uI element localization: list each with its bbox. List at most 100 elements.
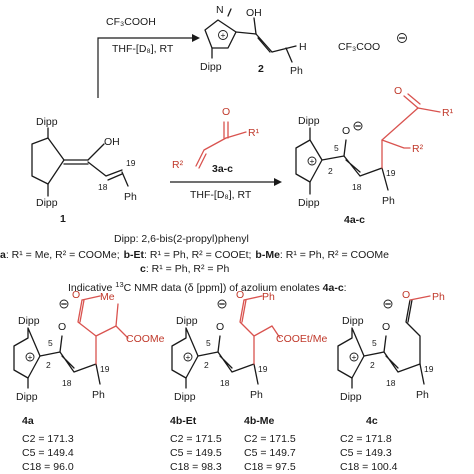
p4-c19-label: 19	[386, 168, 396, 178]
nmr-heading-sup: 13	[115, 280, 123, 289]
product-2: N + OH H Ph Dipp 2 CF₃COO	[200, 4, 407, 77]
p4-compound-label: 4a-c	[344, 214, 365, 226]
reagent-carbonyl-bond	[223, 121, 229, 139]
p4-ph-bond	[381, 167, 389, 191]
exocyclic-bond	[235, 31, 257, 35]
sm-oh-label: OH	[104, 136, 120, 148]
nmr-heading-prefix: Indicative	[68, 282, 115, 294]
e4a-dipp-top: Dipp	[18, 315, 40, 327]
top-arrow-head	[192, 34, 200, 42]
start-material-1: Dipp OH 18 19 Ph Dipp 1	[31, 116, 137, 225]
e4a-c19: 19	[100, 364, 110, 374]
e4b-ph-bond-red	[243, 295, 263, 301]
e4b-minus-icon	[217, 299, 227, 309]
p4-c18-label: 18	[352, 182, 362, 192]
e4bme-nmr-c2: C2 = 171.5	[244, 433, 296, 445]
e4b-me-label: 4b-Me	[244, 415, 274, 427]
p4-c-o-bond	[343, 139, 347, 157]
p4-r2-label: R²	[412, 143, 424, 155]
sm-compound-label: 1	[60, 213, 66, 225]
product2-compound-label: 2	[258, 63, 264, 75]
top-arrow-group: CF₃COOH THF-[D₈], RT	[97, 16, 200, 98]
e4a-c2: 2	[46, 360, 51, 370]
ch-bond	[271, 45, 297, 53]
e4b-chain	[217, 351, 255, 373]
e4c-ph-bond-red	[409, 295, 431, 301]
p4-c5-label: 5	[334, 143, 339, 153]
e4b-c5: 5	[206, 338, 211, 348]
e4b-ph: Ph	[250, 389, 263, 401]
def-c-rest: : R¹ = Ph, R² = Ph	[146, 263, 230, 275]
negative-charge-icon	[397, 33, 407, 43]
p4-r2-bond	[381, 139, 411, 149]
e4c-c5: 5	[372, 338, 377, 348]
e4a-label: 4a	[22, 415, 34, 427]
e4b-group-ph: Ph	[262, 291, 275, 303]
enolate-4c: Dipp + 2 O 5 18 19 Ph O Ph Dipp 4c C2 = …	[337, 289, 445, 473]
e4c-plus-icon	[349, 352, 359, 362]
e4a-red-chain	[77, 299, 119, 365]
e4bet-nmr-c18: C18 = 98.3	[170, 461, 222, 473]
benzyl-bond	[285, 47, 293, 63]
top-reagent: CF₃COOH	[106, 16, 156, 28]
e4b-group-coo: COOEt/Me	[276, 333, 328, 345]
sm-c-oh-bond	[87, 143, 105, 161]
reagent-o-label: O	[222, 106, 230, 118]
e4a-nmr-c2: C2 = 171.3	[22, 433, 74, 445]
e4a-o: O	[58, 321, 66, 333]
e4bet-nmr-c2: C2 = 171.5	[170, 433, 222, 445]
reagent-alkene-chain	[195, 137, 227, 169]
e4a-nmr-c5: C5 = 149.4	[22, 447, 74, 459]
nmr-heading: Indicative 13C NMR data (δ [ppm]) of azo…	[68, 280, 347, 294]
dipp-definition: Dipp: 2,6-bis(2-propyl)phenyl	[114, 233, 249, 245]
reagent-r2-label: R²	[172, 159, 184, 171]
e4b-c18: 18	[220, 378, 230, 388]
e4a-dipp-bottom: Dipp	[16, 391, 38, 403]
def-a: a	[0, 249, 6, 261]
e4a-ph-bond	[95, 363, 101, 385]
e4c-ph-bond	[419, 363, 425, 385]
def-bet-rest: : R¹ = Ph, R² = COOEt;	[144, 249, 251, 261]
e4a-minus-icon	[59, 299, 69, 309]
product2-ph-label: Ph	[290, 65, 303, 77]
e4b-dipp-top: Dipp	[176, 315, 198, 327]
e4c-nmr-c18: C18 = 100.4	[340, 461, 398, 473]
e4c-ph: Ph	[416, 389, 429, 401]
e4a-plus-icon	[25, 352, 35, 362]
p4-dipp-bottom: Dipp	[298, 197, 320, 209]
sm-ring-back	[31, 137, 49, 185]
e4b-plus: +	[186, 352, 191, 362]
imidazoline-ring	[204, 19, 237, 49]
e4b-dipp-bottom: Dipp	[174, 391, 196, 403]
plus-sign: +	[221, 30, 226, 40]
e4b-plus-icon	[183, 352, 193, 362]
p4-o-label: O	[342, 125, 350, 137]
e4c-nmr-c2: C2 = 171.8	[340, 433, 392, 445]
def-bme-rest: : R¹ = Ph, R² = COOMe	[280, 249, 389, 261]
e4a-coome-bond	[115, 325, 129, 339]
e4a-group-coome: COOMe	[126, 333, 165, 345]
top-reaction-arrow	[97, 37, 192, 98]
p4-plus-sign: +	[310, 156, 315, 166]
top-conditions: THF-[D₈], RT	[112, 43, 174, 55]
enolate-4b: Dipp + 2 O 5 18 19 Ph O Ph COOEt/Me Dipp…	[170, 289, 328, 473]
product2-dipp-label: Dipp	[200, 61, 222, 73]
reagent-3: O R¹ R² 3a-c	[172, 106, 260, 175]
e4b-c19: 19	[258, 364, 268, 374]
e4b-et-label: 4b-Et	[170, 415, 197, 427]
e4b-group-o: O	[236, 289, 244, 301]
e4a-ph: Ph	[92, 389, 105, 401]
product2-h-label: H	[299, 41, 307, 53]
sm-ph-bond	[121, 171, 129, 187]
p4-ring	[295, 139, 323, 183]
e4a-plus: +	[28, 352, 33, 362]
e4c-c19: 19	[424, 364, 434, 374]
nmr-heading-suffix: :	[344, 282, 347, 294]
e4c-chain	[383, 351, 421, 373]
p4-plus-icon	[307, 156, 317, 166]
reagent-r1-label: R¹	[248, 127, 260, 139]
e4c-minus-icon	[383, 299, 393, 309]
sm-ring-front	[47, 137, 65, 185]
